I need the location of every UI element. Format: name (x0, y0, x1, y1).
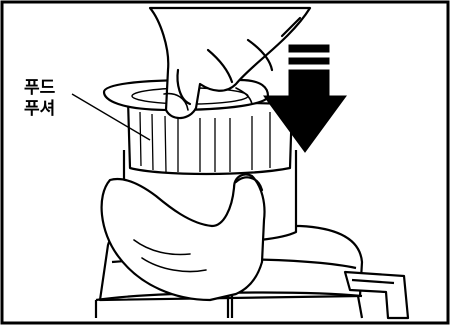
food-pusher-label-line2: 푸셔 (24, 99, 55, 120)
food-pusher-label-line1: 푸드 (24, 78, 55, 99)
food-pusher-label: 푸드 푸셔 (24, 78, 55, 120)
